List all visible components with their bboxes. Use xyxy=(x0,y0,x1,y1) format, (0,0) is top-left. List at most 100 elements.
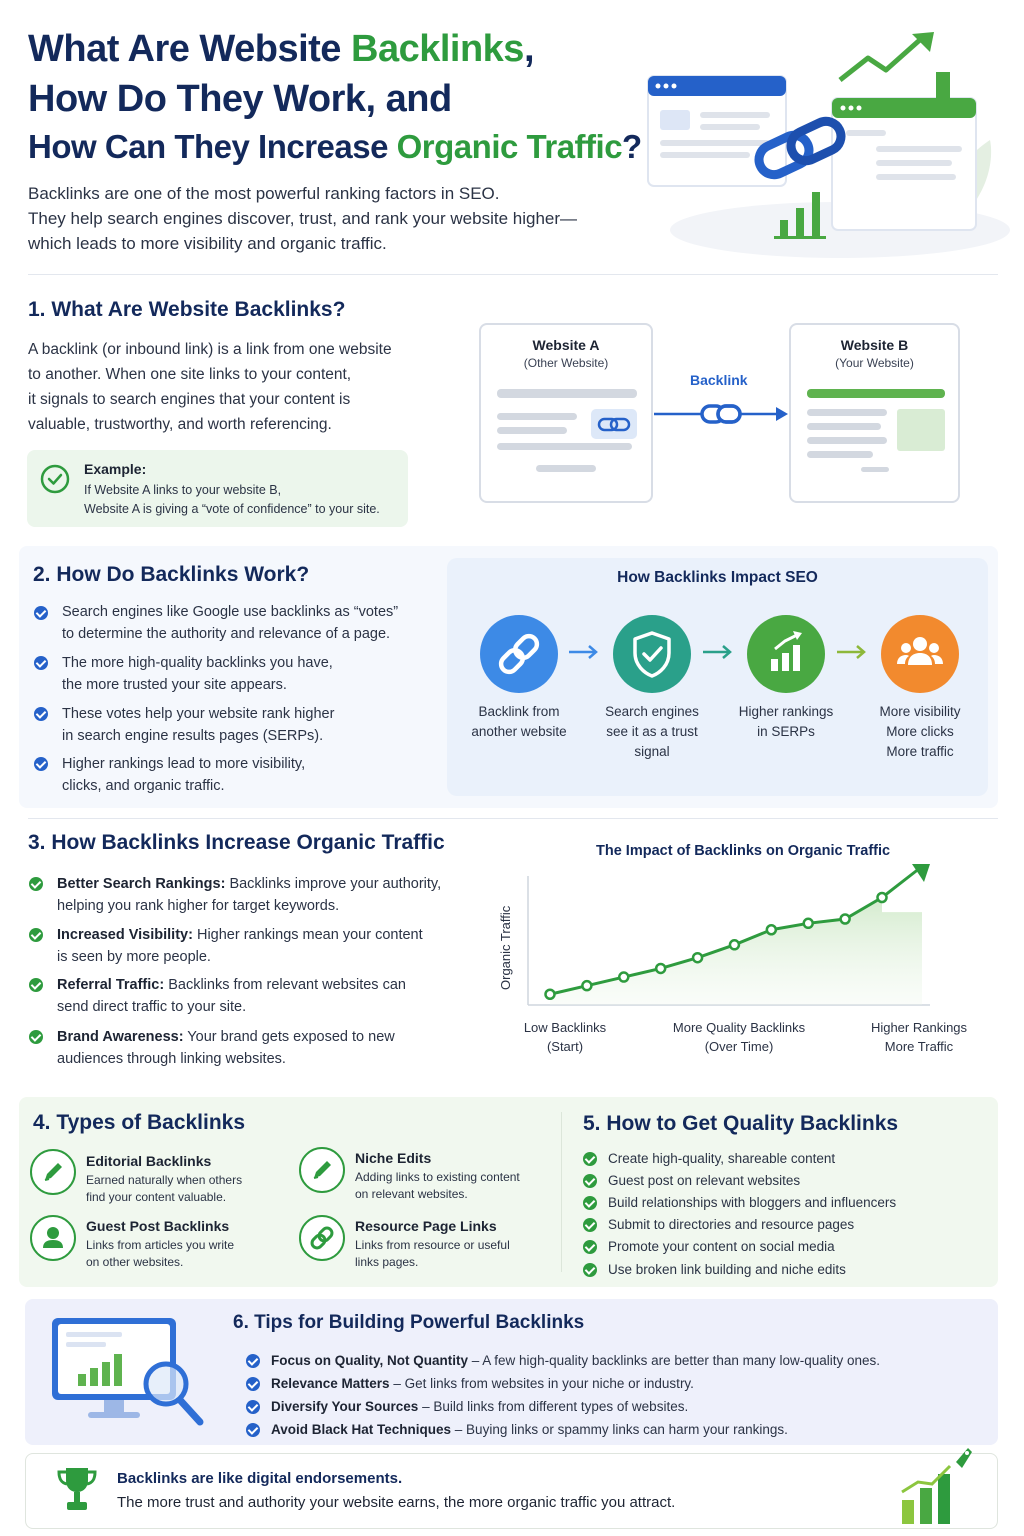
bullet-text: audiences through linking websites. xyxy=(57,1051,286,1067)
x-tick-label: Higher Rankings More Traffic xyxy=(834,1018,1004,1056)
type-title: Resource Page Links xyxy=(355,1218,497,1234)
flow-label-line: signal xyxy=(634,744,670,759)
bullet-lead: Brand Awareness: xyxy=(57,1029,184,1045)
content-bar xyxy=(497,389,637,398)
check-bullet-icon xyxy=(246,1423,260,1437)
title-text: ? xyxy=(622,128,642,165)
tip-item: Create high-quality, shareable content xyxy=(608,1151,836,1166)
intro-line: They help search engines discover, trust… xyxy=(28,209,578,228)
bullet-lead: Increased Visibility: xyxy=(57,927,193,943)
pencil-icon xyxy=(30,1149,76,1195)
chart-data-point xyxy=(691,951,704,964)
footer-text: The more trust and authority your websit… xyxy=(117,1494,676,1511)
person-icon xyxy=(30,1215,76,1261)
seo-impact-title: How Backlinks Impact SEO xyxy=(617,569,818,586)
bullet-text: Search engines like Google use backlinks… xyxy=(62,604,399,620)
intro-line: Backlinks are one of the most powerful r… xyxy=(28,184,500,203)
content-bar xyxy=(807,409,887,416)
chart-data-point xyxy=(765,924,778,936)
shield-check-icon xyxy=(633,631,671,678)
type-title: Guest Post Backlinks xyxy=(86,1218,230,1234)
footer-callout: Backlinks are like digital endorsements.… xyxy=(25,1448,998,1529)
check-bullet-icon xyxy=(583,1152,597,1166)
tip-text: Relevance Matters – Get links from websi… xyxy=(271,1376,694,1391)
flow-label-line: More traffic xyxy=(886,744,954,759)
link-icon xyxy=(299,1215,345,1261)
check-bullet-icon xyxy=(583,1218,597,1232)
website-a-card: Website A (Other Website) xyxy=(479,323,653,503)
section-1-body-line: valuable, trustworthy, and worth referen… xyxy=(28,416,332,433)
tip-lead: Focus on Quality, Not Quantity xyxy=(271,1353,469,1368)
type-title: Editorial Backlinks xyxy=(86,1153,212,1169)
flow-label: Higher rankings in SERPs xyxy=(721,702,851,742)
section-1-body-line: to another. When one site links to your … xyxy=(28,366,352,383)
check-circle-icon xyxy=(40,464,70,494)
x-tick-line: (Over Time) xyxy=(704,1039,774,1054)
flow-step-trust xyxy=(613,615,691,693)
bullet-text: The more high-quality backlinks you have… xyxy=(62,655,333,671)
website-a-subtitle: (Other Website) xyxy=(523,356,609,370)
tip-text: Diversify Your Sources – Build links fro… xyxy=(271,1399,688,1414)
bullet-text: Increased Visibility: Higher rankings me… xyxy=(57,924,423,946)
link-icon xyxy=(498,633,540,675)
flow-label-line: More clicks xyxy=(886,724,954,739)
traffic-line-chart: Organic Traffic xyxy=(498,864,930,1006)
header: What Are Website Backlinks, How Do They … xyxy=(0,0,1024,275)
type-title: Niche Edits xyxy=(355,1150,432,1166)
bullet-lead: Better Search Rankings: xyxy=(57,876,226,892)
title-highlight: Organic Traffic xyxy=(396,128,623,165)
chart-area-fill xyxy=(550,897,922,1005)
tip-item: Promote your content on social media xyxy=(608,1239,835,1254)
flow-label-line: another website xyxy=(471,724,567,739)
y-axis-label: Organic Traffic xyxy=(498,905,513,990)
tip-lead: Diversify Your Sources xyxy=(271,1399,419,1414)
chart-data-point xyxy=(876,891,888,904)
divider xyxy=(28,274,998,275)
browser-window-icon xyxy=(647,75,787,187)
bullet-rest: Backlinks improve your authority, xyxy=(225,876,442,892)
bullet-text: the more trusted your site appears. xyxy=(62,677,287,693)
divider xyxy=(561,1112,562,1272)
monitor-analytics-icon xyxy=(52,1318,204,1426)
check-bullet-icon xyxy=(29,877,43,891)
link-icon xyxy=(591,409,637,439)
type-desc: links pages. xyxy=(355,1255,419,1269)
section-4-title: 4. Types of Backlinks xyxy=(33,1111,246,1134)
image-placeholder xyxy=(897,409,945,451)
tip-lead: Relevance Matters xyxy=(271,1376,390,1391)
type-desc: on relevant websites. xyxy=(355,1187,468,1201)
trophy-icon xyxy=(57,1468,97,1510)
flow-label: Backlink from another website xyxy=(454,702,584,742)
type-desc: Earned naturally when others xyxy=(86,1173,243,1187)
bullet-text: in search engine results pages (SERPs). xyxy=(62,728,324,744)
tip-item: Use broken link building and niche edits xyxy=(608,1262,846,1277)
check-bullet-icon xyxy=(34,656,48,670)
footer-headline: Backlinks are like digital endorsements. xyxy=(117,1470,403,1487)
bullet-text: is seen by more people. xyxy=(57,949,211,965)
section-4-5-panel xyxy=(19,1097,998,1287)
bullet-text: Better Search Rankings: Backlinks improv… xyxy=(57,873,441,895)
content-bar xyxy=(807,389,945,398)
bullet-text: These votes help your website rank highe… xyxy=(62,706,335,722)
chart-arrowhead xyxy=(912,864,930,882)
flow-label: Search engines see it as a trust signal xyxy=(587,702,717,762)
chart-data-point xyxy=(728,939,741,951)
tip-lead: Avoid Black Hat Techniques xyxy=(271,1422,452,1437)
bullet-text: to determine the authority and relevance… xyxy=(62,626,391,642)
growth-rocket-icon xyxy=(901,1448,972,1524)
bullet-text: send direct traffic to your site. xyxy=(57,999,247,1015)
example-title: Example: xyxy=(84,461,147,477)
flow-label-line: Higher rankings xyxy=(738,704,834,719)
website-b-subtitle: (Your Website) xyxy=(835,356,914,370)
intro-line: which leads to more visibility and organ… xyxy=(28,234,387,253)
content-bar xyxy=(861,467,889,472)
content-bar xyxy=(807,451,873,458)
check-bullet-icon xyxy=(29,928,43,942)
tip-rest: – Get links from websites in your niche … xyxy=(389,1376,694,1391)
x-tick-line: More Traffic xyxy=(884,1039,954,1054)
check-bullet-icon xyxy=(246,1377,260,1391)
chain-link-icon xyxy=(754,116,846,180)
x-tick-line: More Quality Backlinks xyxy=(672,1020,806,1035)
flow-label-line: in SERPs xyxy=(757,724,815,739)
x-tick-label: Low Backlinks (Start) xyxy=(480,1018,650,1056)
